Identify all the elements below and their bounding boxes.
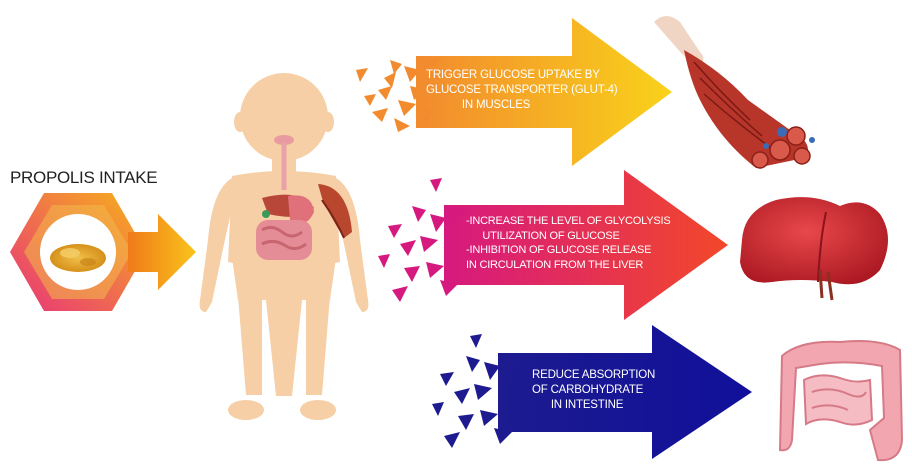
intestine-line-2: OF CARBOHYDRATE xyxy=(532,383,642,398)
muscles-line-2: GLUCOSE TRANSPORTER (GLUT-4) xyxy=(426,83,566,98)
muscles-line-3: IN MUSCLES xyxy=(426,98,566,113)
muscles-line-1: TRIGGER GLUCOSE UPTAKE BY xyxy=(426,68,566,83)
human-body-illustration xyxy=(200,73,369,420)
liver-line-3: -INHIBITION OF GLUCOSE RELEASE xyxy=(466,243,636,258)
liver-line-4: IN CIRCULATION FROM THE LIVER xyxy=(466,258,636,273)
intestine-line-3: IN INTESTINE xyxy=(532,398,642,413)
liver-line-1: -INCREASE THE LEVEL OF GLYCOLYSIS xyxy=(466,214,636,229)
intake-arrow xyxy=(128,214,196,290)
liver-icon xyxy=(740,197,888,300)
intestine-line-1: REDUCE ABSORPTION xyxy=(532,368,642,383)
intestine-effect-label: REDUCE ABSORPTION OF CARBOHYDRATE IN INT… xyxy=(532,368,642,413)
propolis-intake-icon xyxy=(10,193,146,311)
intestine-icon xyxy=(780,341,902,460)
muscles-effect-label: TRIGGER GLUCOSE UPTAKE BY GLUCOSE TRANSP… xyxy=(426,68,566,113)
liver-effect-label: -INCREASE THE LEVEL OF GLYCOLYSIS UTILIZ… xyxy=(466,214,636,272)
propolis-intake-title: PROPOLIS INTAKE xyxy=(10,168,157,188)
liver-line-2: UTILIZATION OF GLUCOSE xyxy=(466,229,636,244)
muscle-fiber-icon xyxy=(654,16,815,168)
